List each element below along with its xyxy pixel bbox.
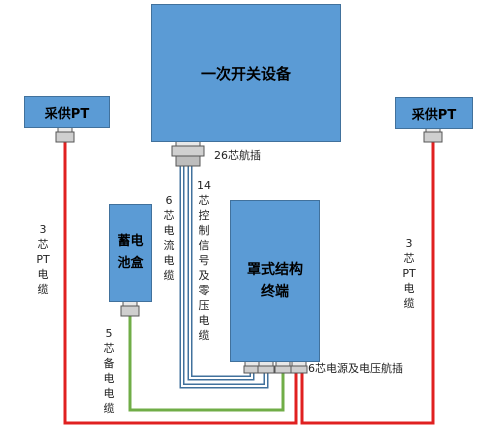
cable-6-current <box>179 166 269 389</box>
connector-pt-left-icon <box>55 125 75 143</box>
pt-right-cable <box>300 142 435 425</box>
cable-14-label: 14芯控制信号及零压电缆 <box>197 179 211 342</box>
pt-right-box: 采供PT <box>395 97 473 129</box>
connector-26-icon <box>171 139 205 167</box>
battery-label: 蓄电池盒 <box>117 234 144 271</box>
pt-left-cable-label: 3芯PT电缆 <box>36 223 50 296</box>
pt-left-label: 采供PT <box>44 106 90 122</box>
connector-battery-icon <box>120 299 140 317</box>
pt-right-cable-label: 3芯PT电缆 <box>402 237 416 310</box>
battery-cable <box>128 314 285 412</box>
pt-left-cable <box>63 142 298 425</box>
pt-left-box: 采供PT <box>24 96 110 128</box>
terminal-label: 罩式结构终端 <box>247 262 303 300</box>
cable-14-signal <box>187 166 255 381</box>
battery-cable-label: 5芯备电电缆 <box>103 327 115 415</box>
primary-switchgear-label: 一次开关设备 <box>200 64 291 83</box>
aviation-26-label: 26芯航插 <box>214 149 261 162</box>
connector-terminal-icons <box>243 359 308 374</box>
pt-right-label: 采供PT <box>411 107 457 123</box>
terminal-box: 罩式结构终端 <box>230 200 320 362</box>
cable-6-current-label: 6芯电流电缆 <box>163 194 175 282</box>
aviation-6-label: 6芯电源及电压航插 <box>308 362 403 375</box>
battery-box: 蓄电池盒 <box>109 204 152 302</box>
primary-switchgear-box: 一次开关设备 <box>151 4 341 142</box>
